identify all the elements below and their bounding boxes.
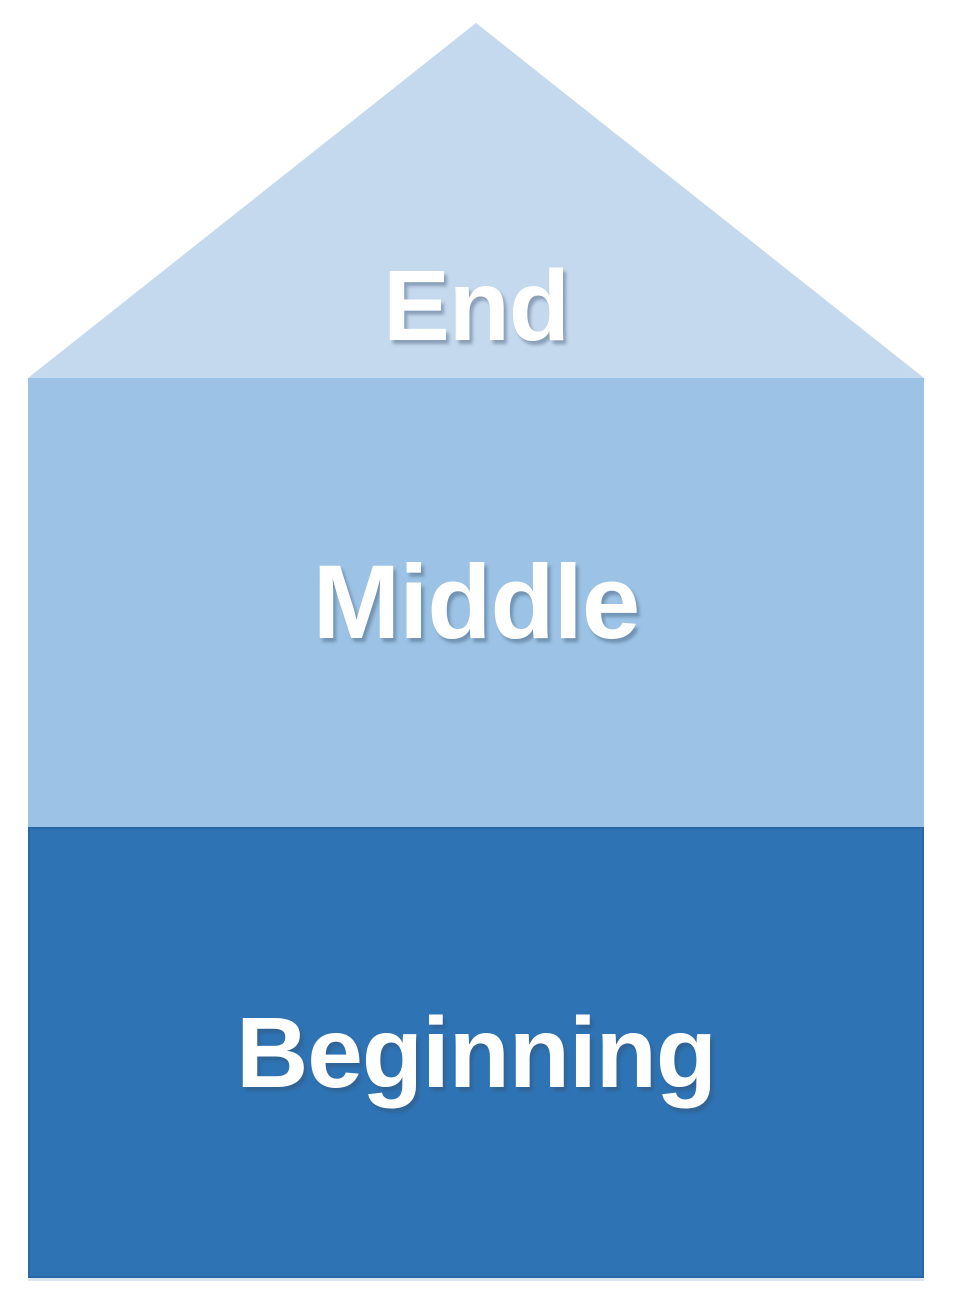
section-label-middle: Middle: [312, 544, 640, 661]
pyramid-section-middle: Middle: [28, 378, 924, 827]
pyramid-section-end: End: [28, 23, 924, 378]
section-label-end: End: [383, 250, 570, 362]
pyramid-diagram: End Middle Beginning: [28, 23, 924, 1281]
pyramid-section-beginning: Beginning: [28, 827, 924, 1281]
section-label-beginning: Beginning: [236, 996, 717, 1109]
